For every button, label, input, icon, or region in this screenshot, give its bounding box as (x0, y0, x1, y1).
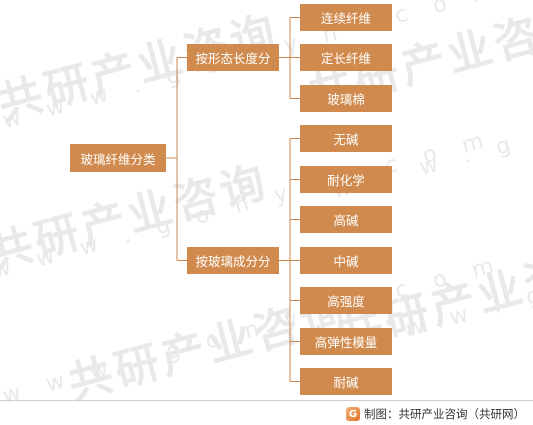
leaf-node: 高强度 (300, 287, 392, 314)
leaf-node: 高弹性模量 (300, 328, 392, 355)
source-credit: G 制图：共研产业咨询（共研网） (346, 406, 525, 422)
brand-logo-icon: G (346, 407, 360, 421)
leaf-node: 连续纤维 (300, 4, 392, 31)
leaf-node: 耐碱 (300, 368, 392, 395)
branch-node-shape-length: 按形态长度分 (187, 44, 279, 71)
credit-text: 制图：共研产业咨询（共研网） (364, 407, 525, 421)
leaf-node: 无碱 (300, 125, 392, 152)
branch-node-composition: 按玻璃成分分 (187, 247, 279, 274)
leaf-node: 玻璃棉 (300, 85, 392, 112)
root-node: 玻璃纤维分类 (70, 144, 166, 172)
footer-bar: G 制图：共研产业咨询（共研网） (0, 400, 533, 425)
leaf-node: 中碱 (300, 247, 392, 274)
leaf-node: 耐化学 (300, 166, 392, 193)
leaf-node: 定长纤维 (300, 44, 392, 71)
leaf-node: 高碱 (300, 206, 392, 233)
